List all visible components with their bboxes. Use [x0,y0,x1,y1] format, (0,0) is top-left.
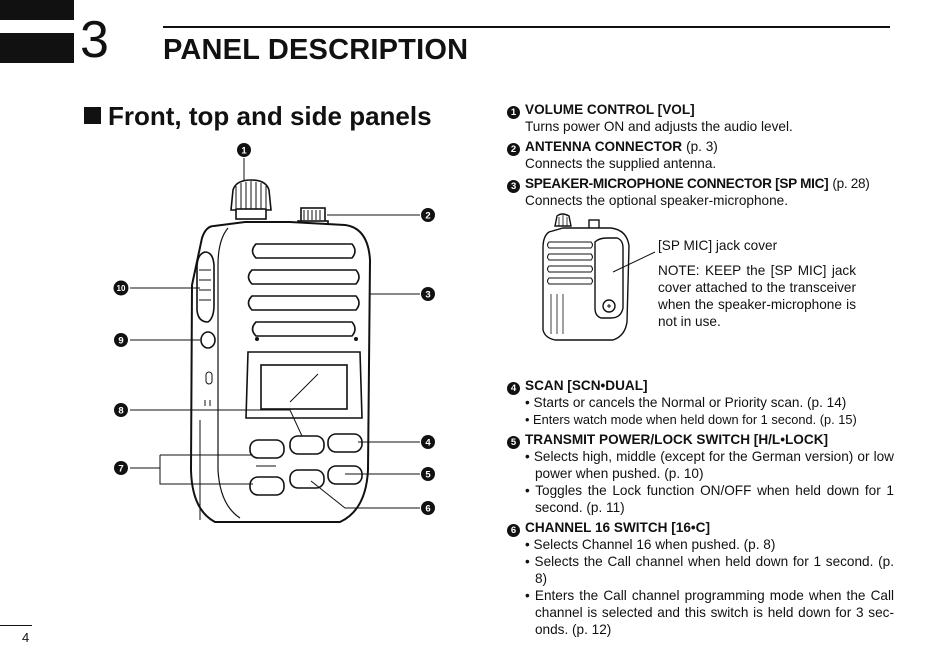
item-number-badge: 3 [507,180,520,193]
callout-6-label: 6 [425,504,430,515]
callout-4: 4 [421,435,435,449]
callout-6: 6 [421,501,435,515]
callout-5-label: 5 [425,470,431,481]
item-heading: 2 ANTENNA CONNECTOR(p. 3) [507,138,894,156]
item-heading: 5 TRANSMIT POWER/LOCK SWITCH [H/L•LOCK] [507,431,894,449]
item-heading: 3 SPEAKER-MICROPHONE CONNECTOR [SP MIC](p… [507,175,894,193]
section-title: Front, top and side panels [84,101,432,132]
callout-3-label: 3 [425,290,430,301]
sp-mic-cover-inset: [SP MIC] jack cover NOTE: KEEP the [SP M… [507,212,894,377]
item-page-ref: (p. 3) [686,139,718,154]
callout-8: 8 [114,403,128,417]
item-number-badge: 4 [507,382,520,395]
item-page-ref: (p. 28) [832,176,870,191]
item-number-badge: 6 [507,524,520,537]
item-list: 1 VOLUME CONTROL [VOL] Turns power ON and… [507,101,894,641]
callout-5: 5 [421,467,435,481]
item-title: SPEAKER-MICROPHONE CONNECTOR [SP MIC] [525,176,829,191]
item-scan: 4 SCAN [SCN•DUAL] Starts or cancels the N… [507,377,894,428]
callout-4-label: 4 [425,438,431,449]
item-description: Connects the optional speaker-microphone… [525,193,788,208]
chapter-number: 3 [80,11,109,69]
item-bullet: Selects the Call channel when held down … [507,553,895,587]
callout-1: 1 [237,143,251,157]
callout-9-label: 9 [118,336,123,347]
item-bullet: Enters watch mode when held down for 1 s… [507,411,894,428]
item-title: TRANSMIT POWER/LOCK SWITCH [H/L•LOCK] [525,432,829,447]
item-heading: 4 SCAN [SCN•DUAL] [507,377,894,395]
item-bullet: Starts or cancels the Normal or Priority… [507,394,894,411]
chapter-tab-bar-top [0,0,74,20]
callout-7: 7 [114,461,128,475]
item-transmit-power-lock: 5 TRANSMIT POWER/LOCK SWITCH [H/L•LOCK] S… [507,431,894,516]
item-title: SCAN [SCN•DUAL] [525,378,648,393]
item-heading: 1 VOLUME CONTROL [VOL] [507,101,894,119]
footer-rule [0,625,32,626]
item-number-badge: 1 [507,106,520,119]
item-bullet: Toggles the Lock function ON/OFF when he… [507,482,894,516]
item-title: ANTENNA CONNECTOR [525,139,683,154]
callout-8-label: 8 [118,406,123,417]
callout-2-label: 2 [425,211,430,222]
header-rule [163,26,890,28]
section-square-icon [84,107,101,124]
radio-illustration: 1 2 3 4 5 6 7 8 9 10 [113,143,435,523]
item-number-badge: 2 [507,143,520,156]
callout-10-label: 10 [117,284,126,293]
chapter-tab-bar-bottom [0,33,74,63]
item-speaker-mic-connector: 3 SPEAKER-MICROPHONE CONNECTOR [SP MIC](p… [507,175,894,209]
callout-10: 10 [113,280,129,296]
item-number-badge: 5 [507,436,520,449]
item-channel-16: 6 CHANNEL 16 SWITCH [16•C] Selects Channe… [507,519,894,638]
inset-note: NOTE: KEEP the [SP MIC] jack cover attac… [658,263,856,329]
item-heading: 6 CHANNEL 16 SWITCH [16•C] [507,519,894,537]
page-number: 4 [22,630,30,645]
item-title: VOLUME CONTROL [VOL] [525,102,695,117]
item-title: CHANNEL 16 SWITCH [16•C] [525,520,711,535]
item-volume-control: 1 VOLUME CONTROL [VOL] Turns power ON and… [507,101,894,135]
callout-7-label: 7 [118,464,123,475]
item-bullet: Enters the Call channel programming mode… [507,587,894,638]
item-description: Connects the supplied antenna. [525,156,717,171]
callout-2: 2 [421,208,435,222]
chapter-tab [0,0,74,63]
item-bullet: Selects high, middle (except for the Ger… [507,448,894,482]
callout-1-label: 1 [241,146,247,157]
callout-3: 3 [421,287,435,301]
item-bullet: Selects Channel 16 when pushed. (p. 8) [507,536,894,553]
inset-caption: [SP MIC] jack cover [658,238,778,253]
section-title-text: Front, top and side panels [108,101,432,131]
sp-mic-cover-illustration [542,213,656,341]
callout-9: 9 [114,333,128,347]
item-antenna-connector: 2 ANTENNA CONNECTOR(p. 3) Connects the su… [507,138,894,172]
chapter-title: PANEL DESCRIPTION [163,34,469,66]
item-description: Turns power ON and adjusts the audio lev… [525,119,793,134]
